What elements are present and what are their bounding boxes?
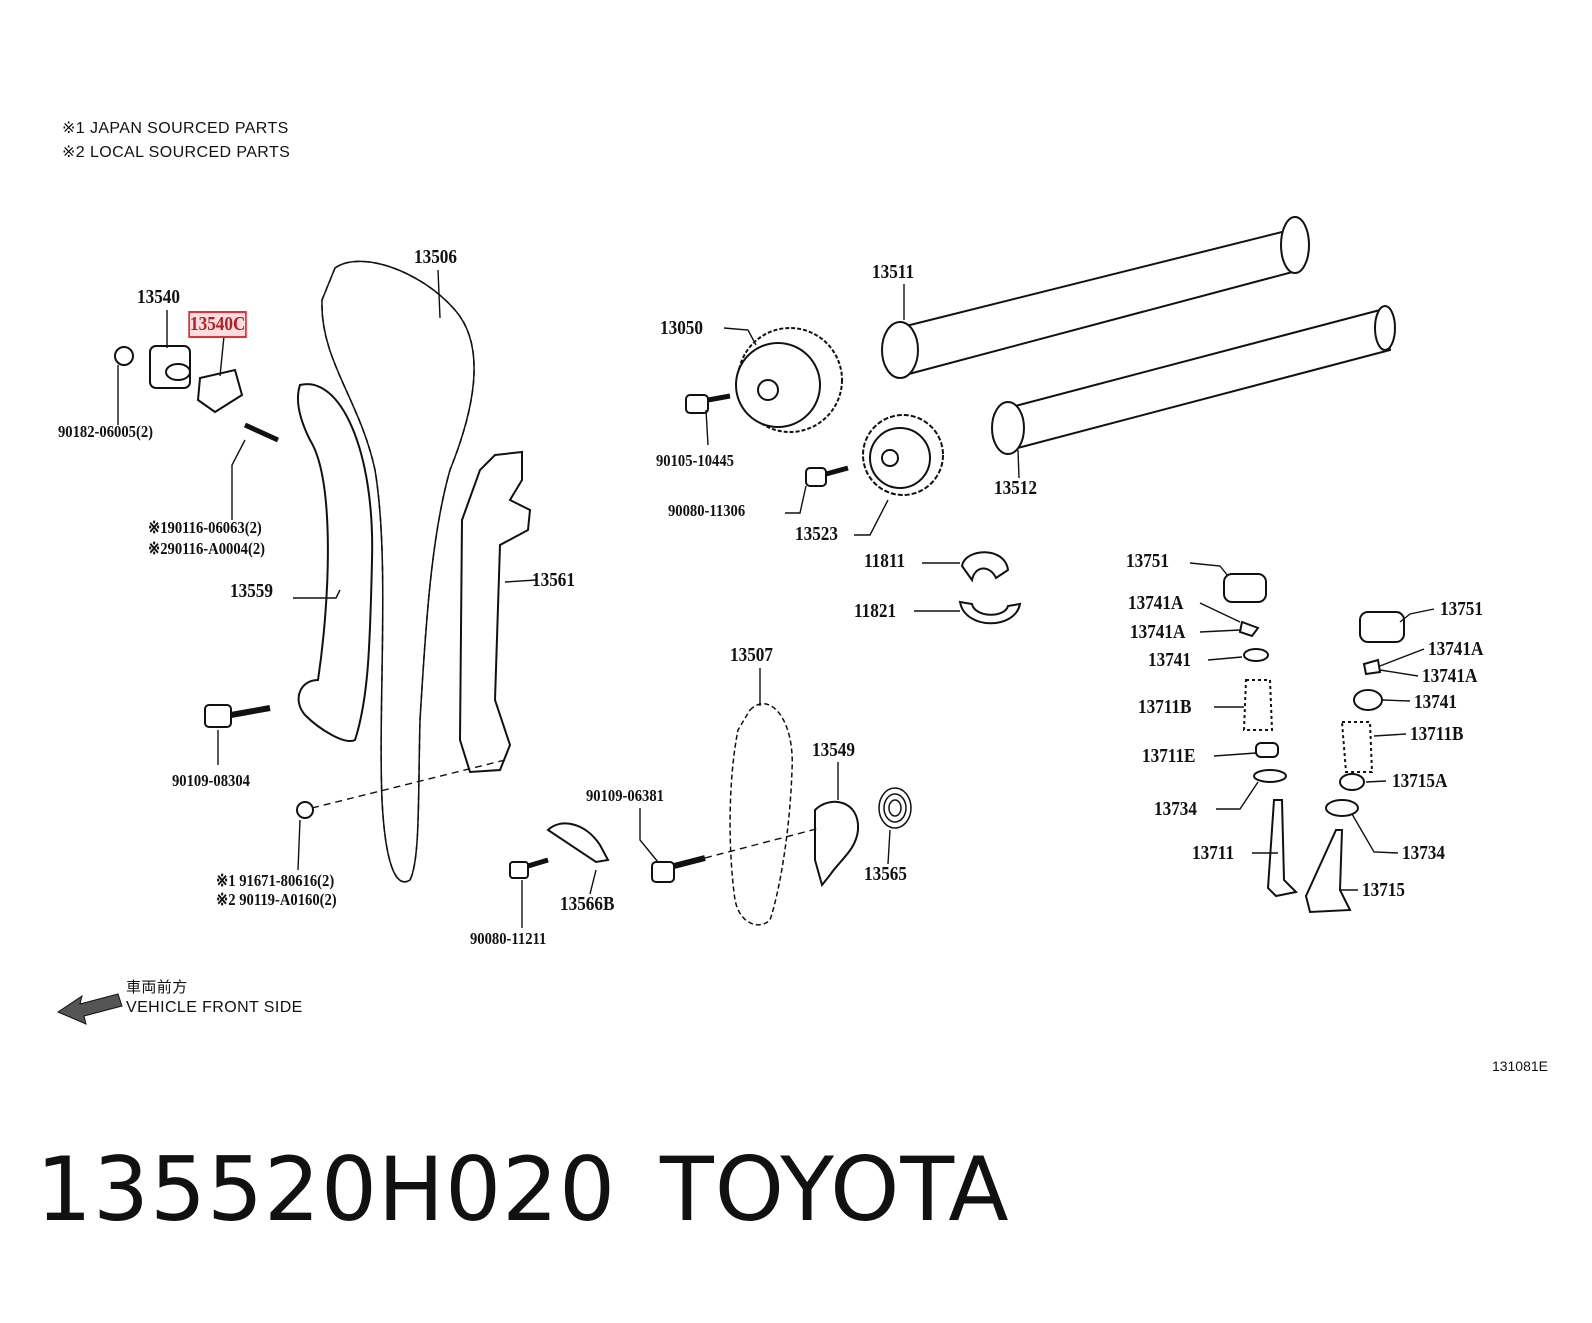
label-11821: 11821 xyxy=(854,600,897,622)
label-90116-local: ※290116-A0004(2) xyxy=(148,539,266,558)
timing-chain-13506 xyxy=(321,260,475,883)
label-13751-right: 13751 xyxy=(1440,598,1483,620)
label-91671-japan: ※1 91671-80616(2) xyxy=(216,871,335,890)
diagram-code: 131081E xyxy=(1491,1058,1548,1074)
label-13734-left: 13734 xyxy=(1154,798,1197,820)
bolt-90109-06381 xyxy=(651,827,821,883)
bearing-11811 xyxy=(960,551,1010,583)
tensioner-arm-13549 xyxy=(814,800,860,888)
label-90109-06381: 90109-06381 xyxy=(586,786,664,805)
part-number: 135520H020 xyxy=(36,1138,617,1241)
timing-chain-13507 xyxy=(729,703,793,926)
chain-guide-13559 xyxy=(297,383,374,742)
bolt-90080-11306 xyxy=(805,465,849,487)
label-13734-right: 13734 xyxy=(1402,842,1445,864)
label-13565: 13565 xyxy=(864,863,907,885)
label-13715: 13715 xyxy=(1362,879,1405,901)
label-13711b-right: 13711B xyxy=(1410,723,1464,745)
spring-13565 xyxy=(878,787,912,829)
bearing-11821 xyxy=(958,600,1022,625)
note-japan-sourced: ※1 JAPAN SOURCED PARTS xyxy=(62,120,289,137)
bolt-91671 xyxy=(296,801,314,819)
bolt-90080-11211 xyxy=(509,857,549,879)
label-90080-11306: 90080-11306 xyxy=(668,501,746,520)
cam-sprocket-13523 xyxy=(862,414,944,496)
label-13741a-left-2: 13741A xyxy=(1130,621,1186,643)
label-13741-left: 13741 xyxy=(1148,649,1191,671)
label-13711: 13711 xyxy=(1192,842,1235,864)
label-13751-left: 13751 xyxy=(1126,550,1169,572)
bolt-90105 xyxy=(685,393,731,414)
label-90080-11211: 90080-11211 xyxy=(470,929,547,948)
label-13549: 13549 xyxy=(812,739,855,761)
label-13506: 13506 xyxy=(414,246,457,268)
vehicle-front-arrow xyxy=(56,993,123,1025)
label-13511: 13511 xyxy=(872,261,915,283)
label-90105: 90105-10445 xyxy=(656,451,734,470)
label-13566b: 13566B xyxy=(560,893,615,915)
leader-lines xyxy=(117,269,1435,928)
label-13715a: 13715A xyxy=(1392,770,1448,792)
chain-damper-13566b xyxy=(546,822,610,864)
bolt-90109-08304 xyxy=(204,704,271,728)
vehicle-front-en: VEHICLE FRONT SIDE xyxy=(126,999,303,1016)
label-13741-right: 13741 xyxy=(1414,691,1457,713)
cam-timing-gear-13050 xyxy=(735,327,843,433)
tensioner-gasket-13540c xyxy=(196,368,244,414)
label-13507: 13507 xyxy=(730,644,773,666)
valve-set-right xyxy=(1304,611,1405,914)
vehicle-front-jp: 車両前方 xyxy=(126,978,188,996)
label-11811: 11811 xyxy=(864,550,906,572)
label-13540c-highlight: 13540C xyxy=(188,311,248,338)
chain-guide-13561 xyxy=(458,450,532,774)
label-13050: 13050 xyxy=(660,317,703,339)
note-local-sourced: ※2 LOCAL SOURCED PARTS xyxy=(62,144,291,161)
nut-90182 xyxy=(114,346,134,366)
brand-name: TOYOTA xyxy=(660,1138,1010,1241)
label-13540: 13540 xyxy=(137,286,180,308)
label-13512: 13512 xyxy=(994,477,1037,499)
label-13523: 13523 xyxy=(795,523,838,545)
label-13741a-right-2: 13741A xyxy=(1422,665,1478,687)
stud-90116 xyxy=(243,422,280,443)
label-13561: 13561 xyxy=(532,569,575,591)
camshaft-13511 xyxy=(881,216,1310,379)
valve-set-left xyxy=(1223,573,1299,898)
label-90119-local: ※2 90119-A0160(2) xyxy=(216,890,337,909)
label-13559: 13559 xyxy=(230,580,273,602)
label-90182: 90182-06005(2) xyxy=(58,422,154,441)
label-13741a-left-1: 13741A xyxy=(1128,592,1184,614)
label-13711b-left: 13711B xyxy=(1138,696,1192,718)
label-90116-japan: ※190116-06063(2) xyxy=(148,518,262,537)
label-90109-08304: 90109-08304 xyxy=(172,771,250,790)
chain-tensioner-13540 xyxy=(149,345,191,389)
label-13741a-right-1: 13741A xyxy=(1428,638,1484,660)
camshaft-13512 xyxy=(991,305,1396,455)
label-13711e: 13711E xyxy=(1142,745,1196,767)
